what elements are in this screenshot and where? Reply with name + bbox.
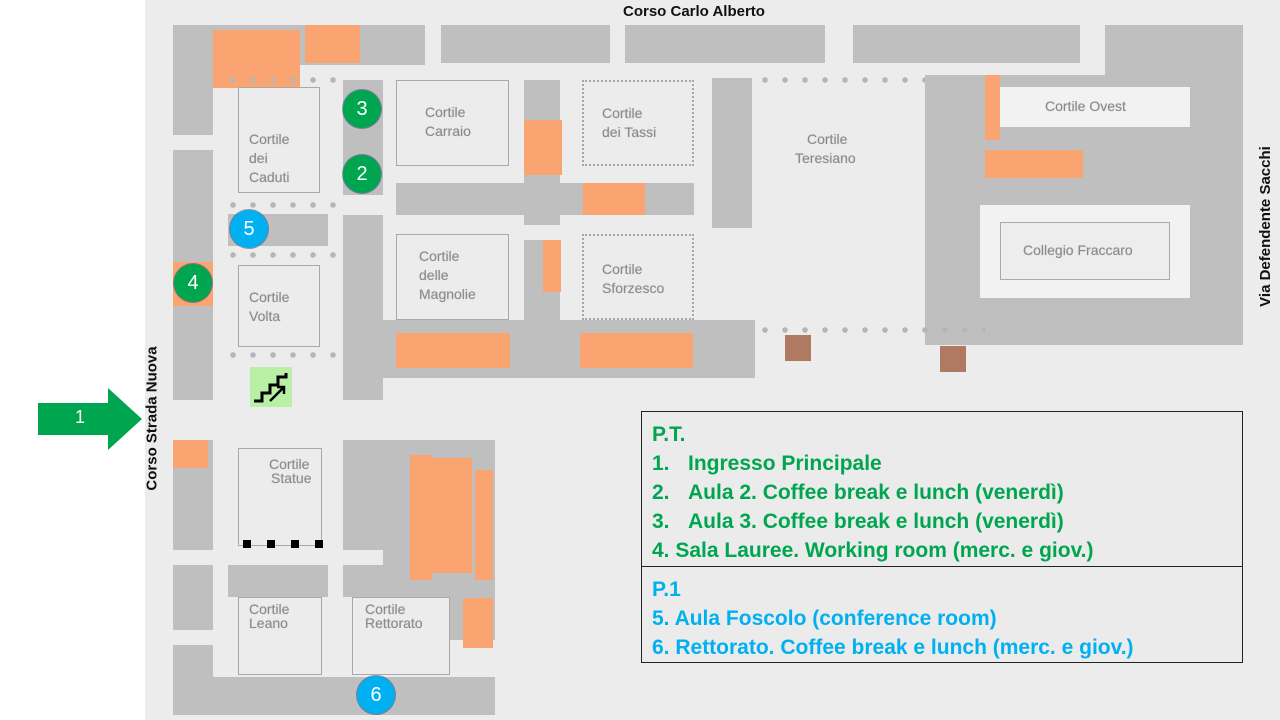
arrow-right-icon xyxy=(38,388,142,450)
legend-item: 2.Aula 2. Coffee break e lunch (venerdì) xyxy=(652,481,1064,504)
entrance-arrow[interactable]: 1 xyxy=(38,388,142,450)
legend-item: 1.Ingresso Principale xyxy=(652,452,882,475)
street-corso-strada-nuova: Corso Strada Nuova xyxy=(143,346,161,491)
legend-item: 3.Aula 3. Coffee break e lunch (venerdì) xyxy=(652,510,1064,533)
marker-aula-2[interactable]: 2 xyxy=(343,155,381,193)
legend: P.T. 1.Ingresso Principale 2.Aula 2. Cof… xyxy=(641,411,1243,663)
collegio-fraccaro: Collegio Fraccaro xyxy=(1000,222,1170,280)
stairs-icon xyxy=(250,367,292,407)
legend-item: 5. Aula Foscolo (conference room) xyxy=(652,607,997,630)
street-corso-carlo-alberto: Corso Carlo Alberto xyxy=(623,3,765,20)
marker-rettorato[interactable]: 6 xyxy=(357,676,395,714)
entrance-number: 1 xyxy=(75,407,86,427)
marker-sala-lauree[interactable]: 4 xyxy=(174,264,212,302)
street-via-defendente-sacchi: Via Defendente Sacchi xyxy=(1256,146,1274,307)
courtyard-ovest: Cortile Ovest xyxy=(1045,98,1126,114)
legend-ground-floor: P.T. 1.Ingresso Principale 2.Aula 2. Cof… xyxy=(642,412,1242,567)
legend-item: 6. Rettorato. Coffee break e lunch (merc… xyxy=(652,636,1134,659)
legend-pt-title: P.T. xyxy=(652,423,686,446)
marker-aula-3[interactable]: 3 xyxy=(343,90,381,128)
legend-first-floor: P.1 5. Aula Foscolo (conference room) 6.… xyxy=(642,567,1242,662)
legend-p1-title: P.1 xyxy=(652,578,681,601)
marker-aula-foscolo[interactable]: 5 xyxy=(230,210,268,248)
legend-item: 4. Sala Lauree. Working room (merc. e gi… xyxy=(652,539,1094,562)
